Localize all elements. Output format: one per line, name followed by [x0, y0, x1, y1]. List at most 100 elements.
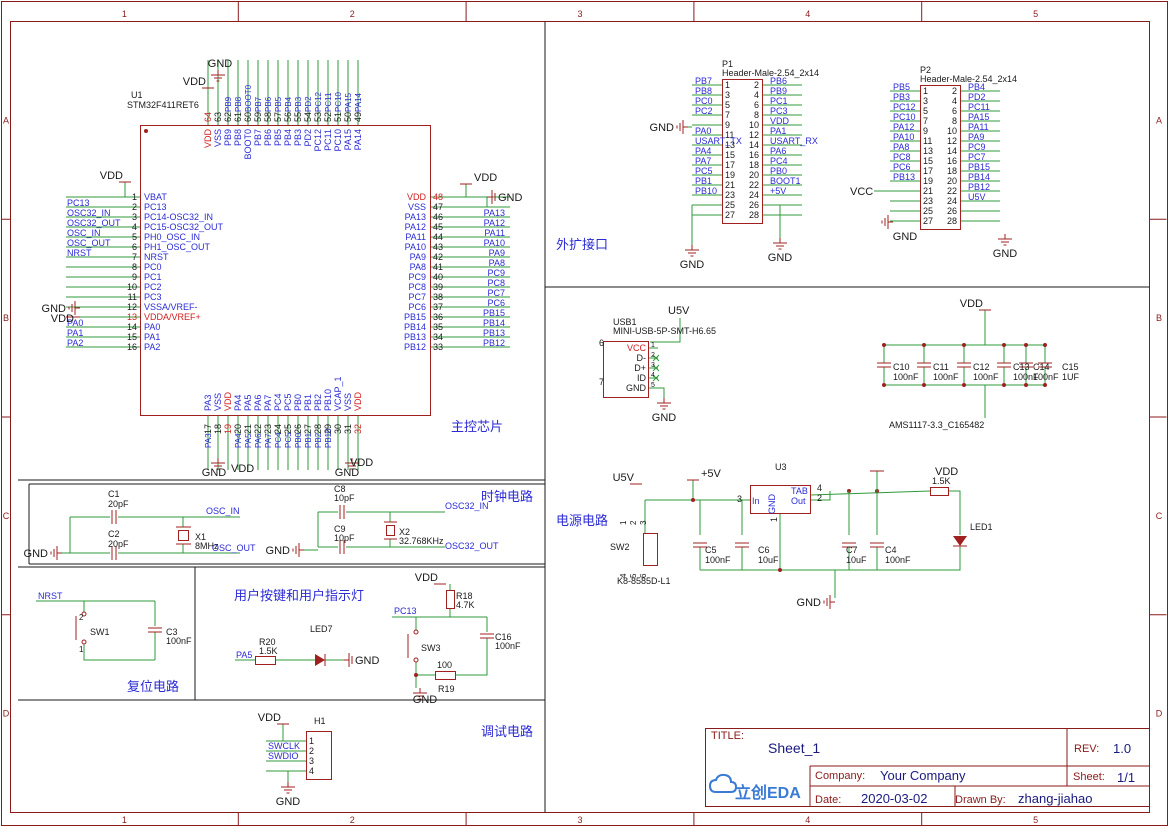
- net-label: PA3: [204, 433, 213, 448]
- net-label: BOOT1: [770, 176, 801, 186]
- pin-name: PB4: [283, 129, 293, 146]
- pin-number: 39: [433, 282, 443, 292]
- resistor-value: 1.5K: [932, 476, 951, 486]
- cap-ref: C1: [108, 489, 120, 499]
- net-label: PC4: [770, 156, 788, 166]
- parts: [50, 70, 1052, 794]
- net-label: OSC_IN: [67, 228, 101, 238]
- net-label: PD2: [968, 92, 986, 102]
- pin-number: 6: [639, 573, 648, 578]
- p2-body: [920, 85, 961, 230]
- net-label: PA10: [484, 238, 505, 248]
- rev-value: 1.0: [1113, 741, 1132, 756]
- pin-number: 27: [725, 210, 735, 220]
- pin-number: 16: [947, 156, 957, 166]
- net-label: PB13: [483, 328, 505, 338]
- net-label: OSC32_OUT: [445, 541, 499, 551]
- net-label: PC6: [487, 298, 505, 308]
- section-title-debug: 调试电路: [481, 724, 534, 739]
- net-label: PA5: [236, 650, 252, 660]
- cap-value: 20pF: [108, 539, 129, 549]
- p2-part: Header-Male-2.54_2x14: [920, 74, 1017, 84]
- net-label: SWCLK: [268, 741, 300, 751]
- pin-name: PA7: [263, 395, 273, 411]
- junction-dot: [691, 498, 695, 502]
- rev-label: REV:: [1074, 743, 1100, 755]
- pin-number: 17: [203, 424, 213, 434]
- pin-number: 58: [263, 112, 273, 122]
- net-label: OSC32_IN: [67, 208, 111, 218]
- pin-name: PA5: [243, 395, 253, 411]
- pin-number: 8: [132, 262, 137, 272]
- drawn-value: zhang-jiahao: [1018, 791, 1093, 806]
- sw3-terminal: [413, 629, 419, 635]
- section-title-clock: 时钟电路: [481, 489, 534, 504]
- crystal-x2: [386, 525, 395, 536]
- cloud-logo-icon: [708, 773, 738, 793]
- junction-dot: [882, 383, 886, 387]
- pin-number: 8: [754, 110, 759, 120]
- pin-number: 9: [725, 120, 730, 130]
- net-label: PA2: [67, 338, 83, 348]
- pin-number: 21: [725, 180, 735, 190]
- net-label: NRST: [67, 248, 92, 258]
- pin-number: 10: [947, 126, 957, 136]
- net-label: PA13: [484, 208, 505, 218]
- pin-name: D-: [637, 353, 647, 363]
- border-col-3: 3: [577, 9, 582, 19]
- pin-number: 40: [433, 272, 443, 282]
- border-row-right-C: C: [1156, 511, 1163, 521]
- pin-number: 5: [725, 100, 730, 110]
- cap-ref: C9: [334, 524, 346, 534]
- cap-ref: C7: [846, 545, 858, 555]
- pin-number: 33: [433, 342, 443, 352]
- pin-name: BOOT0: [243, 129, 253, 160]
- crystal-value: 8MHz: [195, 541, 219, 551]
- pin-name: PB13: [404, 332, 426, 342]
- pin-name: PA0: [144, 322, 160, 332]
- company-value: Your Company: [880, 768, 966, 783]
- p2-ref: P2: [920, 65, 931, 75]
- pin-name: VDD: [407, 192, 427, 202]
- pin-number: 7: [923, 116, 928, 126]
- pin-number: 1: [79, 645, 84, 654]
- net-label: PA12: [484, 218, 505, 228]
- net-label: OSC32_OUT: [67, 218, 121, 228]
- junction-dot: [962, 343, 966, 347]
- pin-name: VSS: [408, 202, 426, 212]
- net-label: PC6: [893, 162, 911, 172]
- pin-number: 24: [947, 196, 957, 206]
- no-connect: [652, 374, 660, 382]
- pin-name: PA2: [144, 342, 160, 352]
- net-label: PA8: [489, 258, 505, 268]
- pin-number: 2: [79, 613, 84, 622]
- pin-name: Out: [791, 496, 806, 506]
- net-label: PC12: [314, 91, 323, 112]
- cap-ref: C16: [495, 632, 512, 642]
- net-label: USART_TX: [695, 136, 742, 146]
- net-label: OSC_IN: [206, 506, 240, 516]
- net-label: PC9: [968, 142, 986, 152]
- net-label: PB6: [770, 76, 787, 86]
- sheet-label: Sheet:: [1073, 771, 1105, 783]
- net-label: PB5: [893, 82, 910, 92]
- pin-number: 1: [651, 342, 655, 349]
- resistor-ref: R20: [259, 637, 276, 647]
- pin-name: PC13: [144, 202, 167, 212]
- pin-number: 22: [947, 186, 957, 196]
- pin-number: 19: [725, 170, 735, 180]
- gnd-label: GND: [893, 231, 918, 243]
- pin-number: 4: [952, 96, 957, 106]
- pin-name: PB2: [313, 394, 323, 411]
- net-label: PA10: [893, 132, 914, 142]
- pin-name: PH0_OSC_IN: [144, 232, 200, 242]
- crystal-ref: X1: [195, 532, 206, 542]
- cap-ref: C15: [1062, 362, 1079, 372]
- pin-name: PC0: [144, 262, 162, 272]
- cap-value: 100nF: [1013, 372, 1039, 382]
- pin-number: 16: [749, 150, 759, 160]
- power-label: VDD: [474, 172, 497, 184]
- title-block: [705, 728, 1150, 807]
